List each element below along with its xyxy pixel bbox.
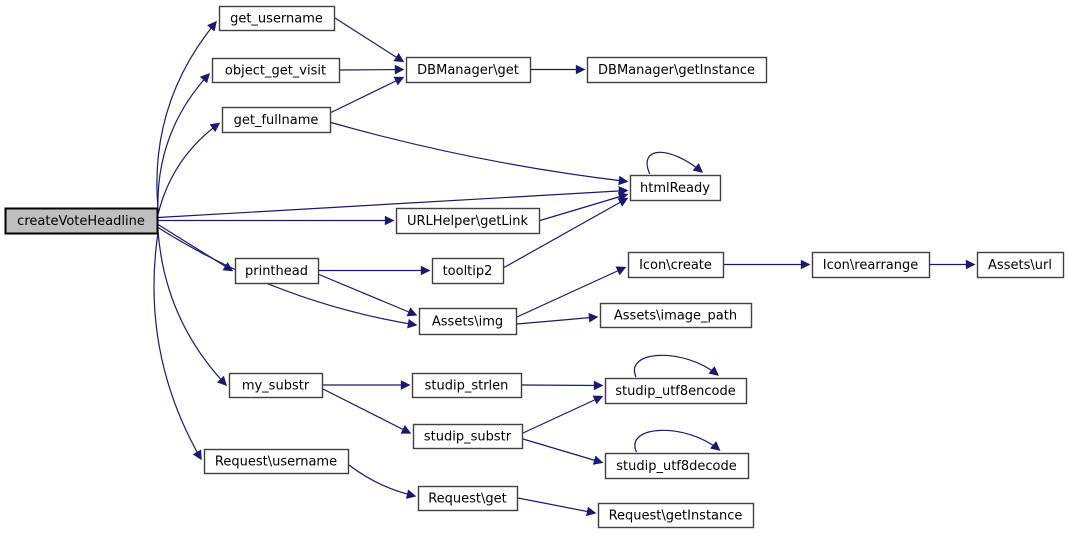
self-loop-studip-utf8encode (633, 354, 719, 378)
edge-studip-substr-to-studip-utf8decode (522, 438, 604, 465)
node-request-username[interactable]: Request\username (203, 448, 350, 475)
node-box-dbmanager-getinstance[interactable] (586, 56, 768, 84)
node-label-assets-image-path: Assets\image_path (614, 309, 737, 324)
node-label-dbmanager-get: DBManager\get (417, 63, 519, 78)
node-label-get-fullname: get_fullname (234, 113, 319, 128)
nodes-layer: createVoteHeadline get_username object_get… (4, 5, 1065, 529)
node-studip-utf8decode[interactable]: studip_utf8decode (604, 452, 750, 480)
node-box-get-fullname[interactable] (221, 106, 332, 134)
node-box-studip-substr[interactable] (412, 423, 524, 450)
node-box-urlhelper-getlink[interactable] (395, 207, 541, 235)
node-label-get-username: get_username (230, 12, 323, 27)
edge-get-fullname-to-dbmanager-get (330, 76, 405, 114)
node-label-tooltip2: tooltip2 (443, 264, 493, 279)
node-box-assets-url[interactable] (976, 251, 1065, 279)
node-label-icon-rearrange: Icon\rearrange (823, 258, 919, 273)
node-label-icon-create: Icon\create (639, 258, 712, 273)
node-label-dbmanager-getinstance: DBManager\getInstance (598, 63, 755, 78)
node-label-printhead: printhead (245, 264, 308, 279)
edge-create-vote-headline-to-object-get-visit (157, 72, 210, 212)
node-htmlready[interactable]: htmlReady (629, 174, 722, 202)
node-my-substr[interactable]: my_substr (228, 372, 324, 399)
edge-urlhelper-getlink-to-htmlready (539, 192, 629, 222)
node-box-tooltip2[interactable] (431, 257, 505, 285)
node-box-my-substr[interactable] (228, 372, 324, 399)
self-loop-htmlready (646, 151, 704, 175)
edge-object-get-visit-to-dbmanager-get (339, 64, 405, 75)
node-box-icon-create[interactable] (627, 251, 725, 279)
node-request-get[interactable]: Request\get (417, 485, 519, 512)
edge-assets-img-to-assets-image-path (516, 312, 599, 325)
edge-create-vote-headline-to-assets-img (157, 226, 418, 329)
node-label-assets-img: Assets\img (432, 315, 503, 330)
node-studip-utf8encode[interactable]: studip_utf8encode (604, 377, 748, 405)
node-label-assets-url: Assets\url (988, 258, 1052, 273)
node-box-request-getinstance[interactable] (597, 502, 755, 529)
node-label-htmlready: htmlReady (640, 181, 710, 196)
node-label-studip-substr: studip_substr (424, 430, 512, 445)
edge-get-username-to-dbmanager-get (334, 17, 405, 63)
node-box-htmlready[interactable] (629, 174, 722, 202)
node-create-vote-headline: createVoteHeadline (4, 207, 159, 235)
edge-create-vote-headline-to-get-username (156, 20, 217, 209)
node-label-studip-utf8decode: studip_utf8decode (616, 459, 737, 474)
node-box-assets-img[interactable] (418, 307, 518, 336)
node-label-object-get-visit: object_get_visit (225, 64, 326, 79)
node-box-printhead[interactable] (234, 257, 320, 285)
node-urlhelper-getlink[interactable]: URLHelper\getLink (395, 207, 541, 235)
edge-printhead-to-assets-img (318, 273, 418, 317)
node-box-studip-utf8encode[interactable] (604, 377, 748, 405)
node-box-get-username[interactable] (218, 5, 336, 32)
edge-create-vote-headline-to-get-fullname (157, 122, 221, 215)
node-box-studip-strlen[interactable] (411, 372, 523, 399)
edge-create-vote-headline-to-my-substr (157, 230, 227, 387)
edge-get-fullname-to-htmlready (330, 121, 629, 186)
edges-layer (153, 17, 976, 517)
edge-studip-substr-to-studip-utf8encode (522, 395, 604, 434)
edge-create-vote-headline-to-printhead (157, 223, 234, 272)
node-printhead[interactable]: printhead (234, 257, 320, 285)
edge-create-vote-headline-to-htmlready (157, 186, 629, 219)
edge-request-get-to-request-getinstance (517, 497, 597, 517)
node-assets-url[interactable]: Assets\url (976, 251, 1065, 279)
node-get-fullname[interactable]: get_fullname (221, 106, 332, 134)
node-label-request-getinstance: Request\getInstance (609, 509, 743, 524)
node-icon-create[interactable]: Icon\create (627, 251, 725, 279)
node-label-request-username: Request\username (215, 455, 337, 470)
node-assets-image-path[interactable]: Assets\image_path (599, 302, 753, 329)
node-assets-img[interactable]: Assets\img (418, 307, 518, 336)
node-studip-strlen[interactable]: studip_strlen (411, 372, 523, 399)
node-box-studip-utf8decode[interactable] (604, 452, 750, 480)
edge-my-substr-to-studip-substr (322, 388, 412, 434)
node-studip-substr[interactable]: studip_substr (412, 423, 524, 450)
self-loop-studip-utf8decode (634, 429, 721, 453)
node-object-get-visit[interactable]: object_get_visit (211, 57, 341, 84)
node-tooltip2[interactable]: tooltip2 (431, 257, 505, 285)
node-box-request-username[interactable] (203, 448, 350, 475)
edge-studip-strlen-to-studip-utf8encode (521, 380, 604, 391)
node-box-assets-image-path[interactable] (599, 302, 753, 329)
node-label-request-get: Request\get (428, 492, 507, 507)
node-box-request-get[interactable] (417, 485, 519, 512)
edge-request-username-to-request-get (348, 464, 417, 499)
node-label-studip-strlen: studip_strlen (425, 379, 509, 394)
edge-assets-img-to-icon-create (516, 266, 627, 318)
node-box-dbmanager-get[interactable] (405, 56, 532, 84)
node-dbmanager-get[interactable]: DBManager\get (405, 56, 532, 84)
node-label-urlhelper-getlink: URLHelper\getLink (407, 214, 529, 229)
node-label-studip-utf8encode: studip_utf8encode (615, 384, 736, 399)
node-box-object-get-visit[interactable] (211, 57, 341, 84)
edge-tooltip2-to-htmlready (503, 197, 629, 269)
edge-create-vote-headline-to-request-username (153, 232, 202, 461)
node-label-my-substr: my_substr (242, 379, 310, 394)
node-label-create-vote-headline: createVoteHeadline (17, 214, 145, 229)
node-icon-rearrange[interactable]: Icon\rearrange (811, 251, 931, 279)
node-box-icon-rearrange[interactable] (811, 251, 931, 279)
node-box-create-vote-headline (4, 207, 159, 235)
node-request-getinstance[interactable]: Request\getInstance (597, 502, 755, 529)
node-dbmanager-getinstance[interactable]: DBManager\getInstance (586, 56, 768, 84)
node-get-username[interactable]: get_username (218, 5, 336, 32)
